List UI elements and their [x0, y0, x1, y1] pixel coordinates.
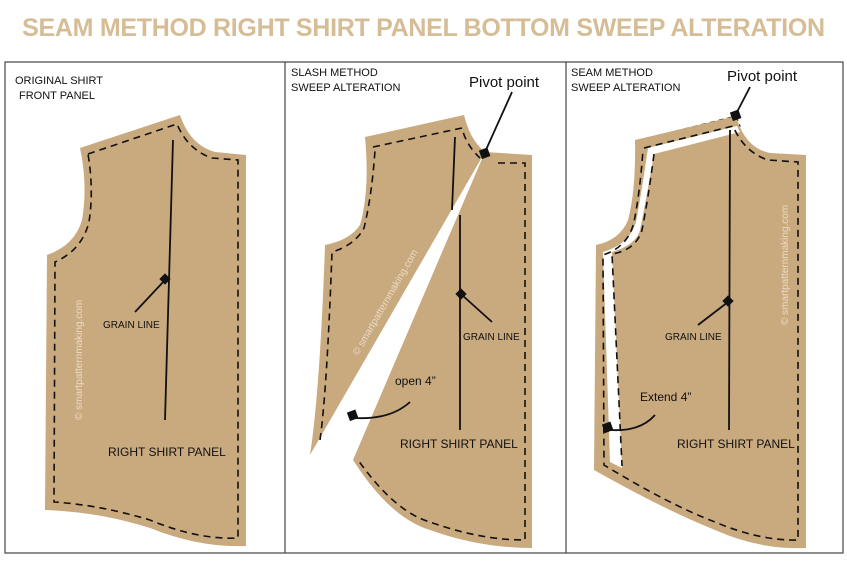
extension-strip: [603, 126, 740, 468]
extend-note: Extend 4”: [640, 390, 691, 404]
panel-heading: ORIGINAL SHIRT: [15, 75, 103, 87]
pivot-marker: [478, 147, 491, 160]
panel-slash-method: © smartpatternmaking.com SLASH METHOD SW…: [291, 67, 540, 548]
frame: [4, 61, 844, 554]
panel-seam-method: © smartpatternmaking.com SEAM METHOD SWE…: [571, 67, 806, 549]
seam-line: [319, 127, 526, 541]
panel-original: © smartpatternmaking.com ORIGINAL SHIRT …: [15, 75, 246, 547]
original-seam-line: [611, 153, 655, 467]
pivot-leader: [484, 91, 513, 153]
extend-leader: [609, 414, 656, 432]
panel-heading: SWEEP ALTERATION: [291, 82, 400, 94]
open-note: open 4”: [395, 374, 436, 388]
open-leader: [354, 401, 411, 420]
panel-heading: FRONT PANEL: [19, 90, 95, 102]
watermark: © smartpatternmaking.com: [74, 300, 85, 420]
leader-line: [697, 301, 729, 326]
leader-line: [461, 294, 493, 323]
grain-line-label: GRAIN LINE: [463, 332, 520, 343]
panel-heading: SLASH METHOD: [291, 67, 378, 79]
grain-line-label: GRAIN LINE: [103, 320, 160, 331]
watermark: © smartpatternmaking.com: [780, 205, 791, 325]
open-marker: [346, 409, 359, 422]
panel-label: RIGHT SHIRT PANEL: [108, 445, 226, 459]
pivot-marker: [729, 109, 742, 122]
panel-heading: SWEEP ALTERATION: [571, 82, 680, 94]
diagram-title: SEAM METHOD RIGHT SHIRT PANEL BOTTOM SWE…: [22, 14, 825, 42]
seam-line: [53, 123, 239, 539]
lower-piece: [353, 152, 532, 548]
panel-label: RIGHT SHIRT PANEL: [400, 437, 518, 451]
pivot-point-label: Pivot point: [469, 74, 540, 91]
shirt-panel-shape: [45, 115, 246, 547]
leader-line: [134, 279, 166, 313]
panel-label: RIGHT SHIRT PANEL: [677, 437, 795, 451]
pivot-leader: [735, 86, 751, 115]
grain-line-label: GRAIN LINE: [665, 332, 722, 343]
grain-line: [728, 129, 731, 431]
grain-line: [451, 136, 456, 211]
panel-heading: SEAM METHOD: [571, 67, 653, 79]
shirt-panel-shape: [594, 116, 806, 549]
seam-line: [602, 125, 799, 541]
pivot-point-label: Pivot point: [727, 68, 798, 85]
upper-slashed-piece: [310, 115, 485, 455]
